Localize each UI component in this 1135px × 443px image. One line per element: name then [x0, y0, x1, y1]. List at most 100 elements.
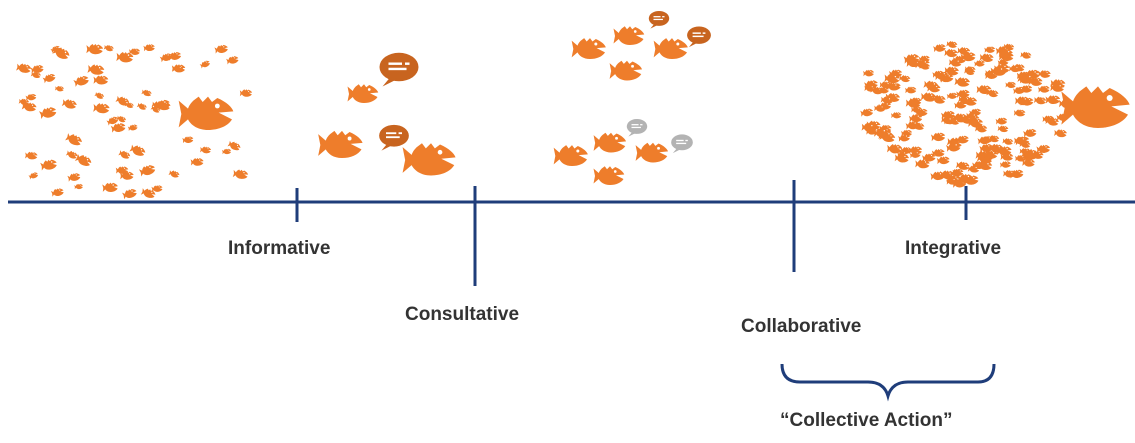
fish-icon: [904, 86, 917, 94]
fish-icon: [168, 169, 181, 179]
fish-icon: [167, 50, 182, 62]
speech-bubble-icon: [671, 134, 693, 154]
label-informative: Informative: [228, 238, 331, 259]
fish-icon: [954, 76, 971, 88]
fish-icon: [997, 125, 1009, 133]
fish-icon: [571, 38, 606, 59]
fish-icon: [1045, 95, 1061, 105]
fish-icon: [347, 84, 379, 103]
fish-icon: [24, 151, 38, 160]
fish-group-top: [571, 10, 711, 81]
fish-icon: [1033, 96, 1047, 105]
fish-icon: [87, 63, 105, 76]
speech-bubble-icon: [626, 118, 648, 137]
fish-icon: [890, 111, 902, 119]
fish-icon: [190, 157, 204, 167]
fish-group-bottom: [553, 118, 693, 185]
fish-icon: [1020, 51, 1032, 60]
fish-icon: [239, 89, 253, 97]
fish-icon: [863, 69, 875, 77]
fish-icon: [860, 107, 874, 118]
fish-icon: [94, 91, 105, 100]
fish-icon: [225, 55, 240, 66]
label-integrative: Integrative: [905, 238, 1002, 259]
fish-icon: [73, 74, 91, 88]
fish-icon: [955, 160, 970, 171]
fish-icon: [199, 59, 211, 69]
fish-icon: [1013, 109, 1026, 117]
fish-icon: [984, 46, 996, 54]
fish-icon: [936, 155, 950, 165]
fish-icon: [1037, 69, 1051, 79]
fish-icon: [1053, 128, 1068, 138]
fish-icon: [199, 146, 212, 154]
fish-icon: [402, 143, 456, 176]
fish-icon: [42, 72, 57, 84]
fish-icon: [932, 43, 947, 53]
big-fish-icon: [1061, 86, 1130, 128]
collective-action-bracket: [780, 363, 996, 402]
speech-bubble-icon: [379, 52, 419, 87]
fish-icon: [38, 105, 58, 120]
fish-icon: [553, 145, 588, 166]
fish-icon: [1002, 137, 1014, 146]
fish-icon: [182, 135, 194, 144]
fish-icon: [138, 163, 157, 178]
fish-icon: [946, 40, 958, 49]
fish-icon: [318, 130, 363, 158]
label-collective-action: “Collective Action”: [780, 410, 953, 431]
big-fish-icon: [178, 96, 234, 130]
fish-icon: [136, 102, 148, 111]
fish-school-big-fish-shape: [860, 40, 1075, 189]
fish-icon: [153, 98, 172, 112]
fish-icon: [118, 149, 132, 161]
fish-icon: [64, 132, 84, 148]
fish-icon: [613, 26, 645, 45]
fish-icon: [86, 43, 104, 55]
fish-icon: [74, 183, 84, 190]
fish-icon: [1037, 85, 1051, 94]
fish-icon: [1005, 81, 1016, 89]
fish-icon: [30, 63, 45, 75]
fish-icon: [1022, 127, 1038, 138]
fish-icon: [894, 153, 910, 163]
fish-icon: [903, 53, 920, 65]
fish-group-consultative: [318, 52, 456, 176]
fish-icon: [28, 171, 39, 180]
fish-icon: [974, 59, 986, 68]
fish-icon: [593, 132, 627, 153]
fish-icon: [653, 38, 688, 59]
fish-icon: [121, 187, 138, 200]
fish-icon: [67, 171, 82, 183]
fish-icon: [102, 182, 119, 193]
label-consultative: Consultative: [405, 304, 520, 325]
fish-icon: [995, 117, 1008, 126]
fish-icon: [976, 84, 992, 95]
speech-bubble-icon: [648, 10, 670, 29]
fish-icon: [116, 114, 127, 124]
fish-icon: [221, 148, 232, 155]
fish-icon: [930, 131, 946, 142]
fish-icon: [635, 142, 669, 163]
fish-icon: [65, 149, 79, 160]
fish-icon: [50, 187, 65, 198]
fish-icon: [214, 43, 229, 55]
fish-icon: [54, 85, 65, 92]
fish-icon: [944, 48, 958, 58]
speech-bubble-icon: [687, 26, 711, 48]
fish-icon: [93, 75, 109, 85]
fish-icon: [74, 152, 93, 168]
label-collaborative: Collaborative: [741, 316, 862, 337]
fish-icon: [127, 123, 139, 132]
fish-icon: [116, 51, 134, 63]
fish-icon: [15, 62, 32, 74]
speech-bubble-icon: [379, 124, 409, 151]
fish-icon: [593, 166, 625, 185]
fish-icon: [232, 168, 249, 180]
fish-icon: [39, 158, 58, 172]
fish-icon: [141, 88, 153, 98]
fish-icon: [999, 160, 1012, 169]
fish-icon: [129, 143, 147, 158]
